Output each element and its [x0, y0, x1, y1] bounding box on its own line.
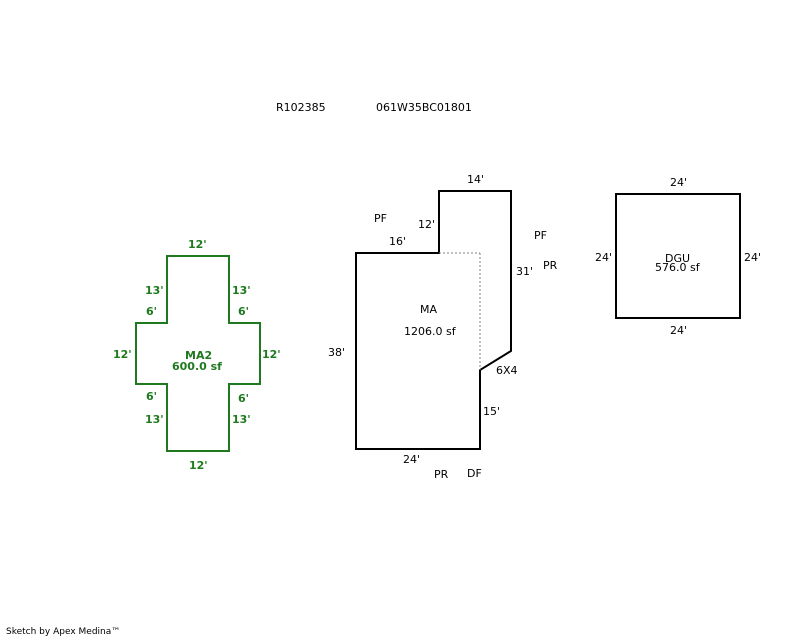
ma-dim-upper-left: 12': [418, 218, 435, 231]
ma-group: 14' PF 12' PF 16' PR 31' MA 1206.0 sf 38…: [328, 173, 558, 481]
ma2-outline[interactable]: [135, 255, 261, 452]
ma2-dim-right-12: 12': [262, 348, 281, 361]
dgu-dim-left: 24': [595, 251, 612, 264]
ma2-dim-lower-right-6: 6': [238, 392, 249, 405]
footer-credit: Sketch by Apex Medina™: [6, 627, 121, 637]
ma2-dim-lower-left-6: 6': [146, 390, 157, 403]
ma-name: MA: [420, 303, 437, 316]
dgu-area: 576.0 sf: [655, 261, 701, 274]
ma-label-df-bottom: DF: [467, 467, 482, 480]
dgu-dim-right: 24': [744, 251, 761, 264]
ma-dim-bottom: 24': [403, 453, 420, 466]
ma-label-pr-bottom: PR: [434, 468, 449, 481]
ma2-dim-bottom: 12': [189, 459, 208, 472]
ma2-dim-top: 12': [188, 238, 207, 251]
ma2-dim-lower-right-13: 13': [232, 413, 251, 426]
ma-label-pr-right: PR: [543, 259, 558, 272]
ma2-dim-upper-right-13: 13': [232, 284, 251, 297]
ma2-dim-upper-left-6: 6': [146, 305, 157, 318]
dgu-name: DGU: [665, 252, 690, 265]
ma-dim-notch: 6X4: [496, 364, 518, 377]
ma2-dim-lower-left-13: 13': [145, 413, 164, 426]
parcel-id: R102385: [276, 101, 326, 114]
ma2-dim-left-12: 12': [113, 348, 132, 361]
ma2-name: MA2: [185, 349, 212, 362]
dgu-dim-top: 24': [670, 176, 687, 189]
ma-area: 1206.0 sf: [404, 325, 457, 338]
dgu-group: 24' 24' 24' DGU 576.0 sf 24': [595, 176, 761, 337]
ma2-group: 12' 13' 13' 6' 6' 12' 12' MA2 600.0 sf 6…: [113, 238, 281, 472]
map-number: 061W35BC01801: [376, 101, 472, 114]
ma-dim-right-long: 31': [516, 265, 533, 278]
dgu-dim-bottom: 24': [670, 324, 687, 337]
ma2-dim-upper-left-13: 13': [145, 284, 164, 297]
ma2-dim-upper-right-6: 6': [238, 305, 249, 318]
ma-dim-right-lower: 15': [483, 405, 500, 418]
ma-dim-left: 38': [328, 346, 345, 359]
ma-dim-top-main: 16': [389, 235, 406, 248]
dgu-outline[interactable]: [615, 193, 741, 319]
ma-label-pf-left: PF: [374, 212, 387, 225]
ma2-area: 600.0 sf: [172, 360, 222, 373]
ma-outline[interactable]: [355, 190, 512, 450]
ma-label-pf-right: PF: [534, 229, 547, 242]
ma-dim-top-step: 14': [467, 173, 484, 186]
